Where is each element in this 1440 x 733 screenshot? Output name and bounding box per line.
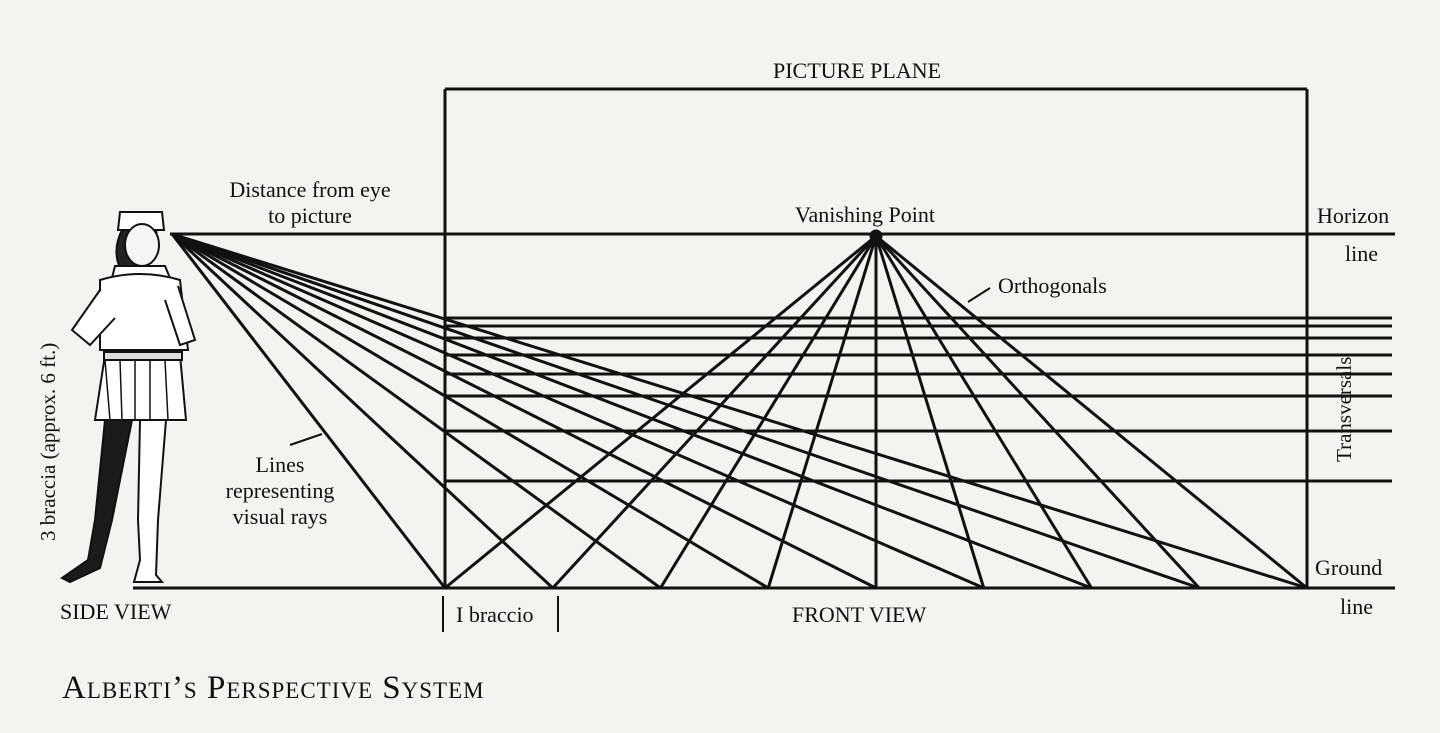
visual-rays-pointer	[289, 433, 323, 446]
horizon-line-label: line	[1345, 241, 1378, 266]
picture-plane-label: PICTURE PLANE	[773, 58, 942, 83]
horizon-label: Horizon	[1317, 203, 1390, 228]
braccia-height-label: 3 braccia (approx. 6 ft.)	[36, 342, 60, 541]
one-braccio-label: I braccio	[456, 602, 534, 627]
visual-ray-line	[171, 232, 985, 590]
visual-ray-line	[170, 233, 447, 589]
ground-label: Ground	[1315, 555, 1383, 580]
orthogonal-line	[659, 235, 878, 589]
transversals-label: Transversals	[1332, 356, 1356, 462]
visual-rays-label: Lines representing visual rays	[205, 452, 355, 530]
distance-label: Distance from eye to picture	[210, 177, 410, 229]
orthogonal-line	[551, 234, 878, 590]
distance-label-line2: to picture	[268, 203, 352, 228]
side-view-label: SIDE VIEW	[60, 599, 172, 624]
visual-ray-line	[171, 232, 877, 590]
orthogonal-line	[875, 234, 1308, 590]
visual-rays-line1: Lines	[255, 452, 305, 477]
visual-rays-line2: representing	[225, 478, 335, 503]
ground-line-label: line	[1340, 594, 1373, 619]
orthogonal-line	[874, 234, 1201, 590]
orthogonal-line	[874, 235, 986, 589]
orthogonal-line	[766, 235, 878, 589]
visual-ray-line	[171, 232, 1093, 590]
visual-ray-line	[171, 232, 1200, 590]
visual-ray-line	[171, 232, 770, 590]
vanishing-point-dot	[869, 229, 883, 243]
standing-figure	[60, 211, 197, 584]
visual-ray-line	[171, 232, 1308, 590]
diagram-title: Alberti’s Perspective System	[62, 670, 485, 706]
visual-ray-line	[170, 232, 554, 590]
front-view-label: FRONT VIEW	[792, 602, 927, 627]
orthogonal-line	[874, 235, 1093, 589]
orthogonal-line	[444, 234, 877, 590]
orthogonals-pointer	[967, 287, 991, 303]
visual-rays-line3: visual rays	[232, 504, 328, 529]
distance-label-line1: Distance from eye	[229, 177, 391, 202]
vanishing-point-label: Vanishing Point	[795, 202, 935, 227]
visual-ray-line	[171, 232, 662, 590]
orthogonals-label: Orthogonals	[998, 273, 1107, 298]
